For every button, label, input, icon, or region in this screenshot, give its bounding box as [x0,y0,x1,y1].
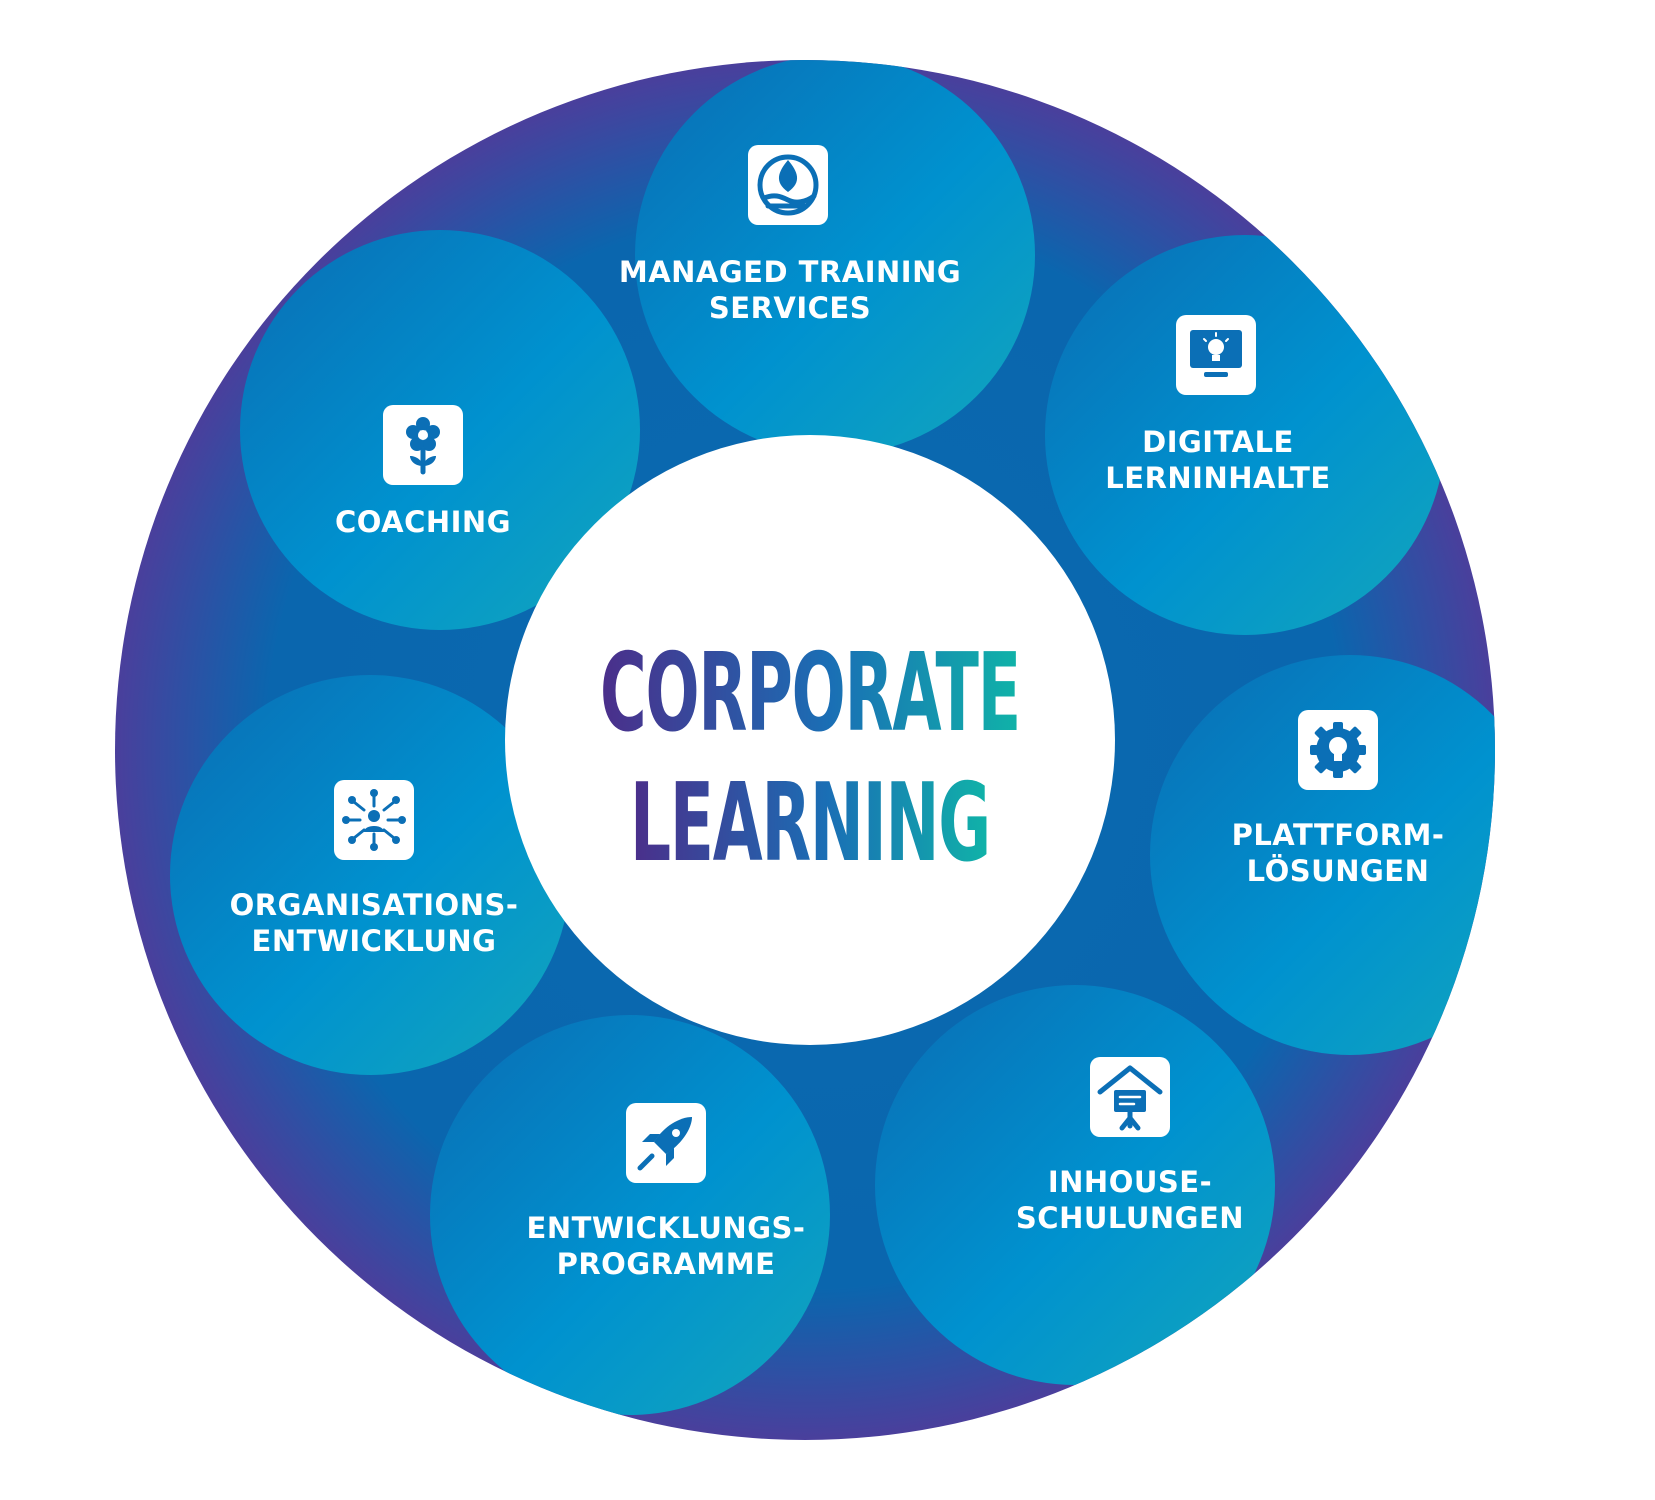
segment-label-line1: PLATTFORM- [1232,818,1445,852]
center-circle [505,435,1115,1045]
plant-hand-icon [757,154,819,216]
segment-label-line1: ORGANISATIONS- [230,888,519,922]
segment-label-line2: PROGRAMME [557,1247,776,1281]
segment-label-line2: ENTWICKLUNG [252,924,497,958]
segment-organisation: ORGANISATIONS- ENTWICKLUNG [230,780,519,958]
center-title-line2: LEARNING [630,761,990,886]
petal-entwicklungsprogramme [430,1015,830,1415]
petals [170,60,1495,1415]
center-title-line1: CORPORATE [600,631,1020,756]
segment-label-line2: LERNINHALTE [1105,461,1330,495]
petal-digitale-lerninhalte [1045,235,1445,635]
network-people-icon [342,789,406,851]
petal-inhouse [875,985,1275,1385]
segment-managed-training: MANAGED TRAINING SERVICES [619,145,961,325]
segment-label-line2: SCHULUNGEN [1016,1201,1244,1235]
segment-label-line1: DIGITALE [1142,425,1294,459]
segment-label-line2: SERVICES [709,291,871,325]
segment-label-line1: ENTWICKLUNGS- [527,1211,806,1245]
segment-label-line1: COACHING [335,505,511,539]
flower-icon [406,417,440,475]
segment-label-line1: INHOUSE- [1048,1165,1212,1199]
segment-digitale-lerninhalte: DIGITALE LERNINHALTE [1105,315,1330,495]
segment-plattform: PLATTFORM- LÖSUNGEN [1232,710,1445,888]
segment-coaching: COACHING [335,405,511,539]
presentation-board-icon [1097,1065,1163,1131]
monitor-lightbulb-icon [1190,330,1242,377]
petal-organisation [170,675,570,1075]
segment-label-line2: LÖSUNGEN [1247,854,1430,888]
rocket-icon [637,1117,692,1171]
segment-inhouse: INHOUSE- SCHULUNGEN [1016,1057,1244,1235]
gear-lightbulb-icon [1310,722,1366,778]
petal-managed-training [635,60,1035,455]
segment-entwicklungsprogramme: ENTWICKLUNGS- PROGRAMME [527,1103,806,1281]
segment-label-line1: MANAGED TRAINING [619,255,961,289]
petal-plattform [1150,655,1495,1055]
